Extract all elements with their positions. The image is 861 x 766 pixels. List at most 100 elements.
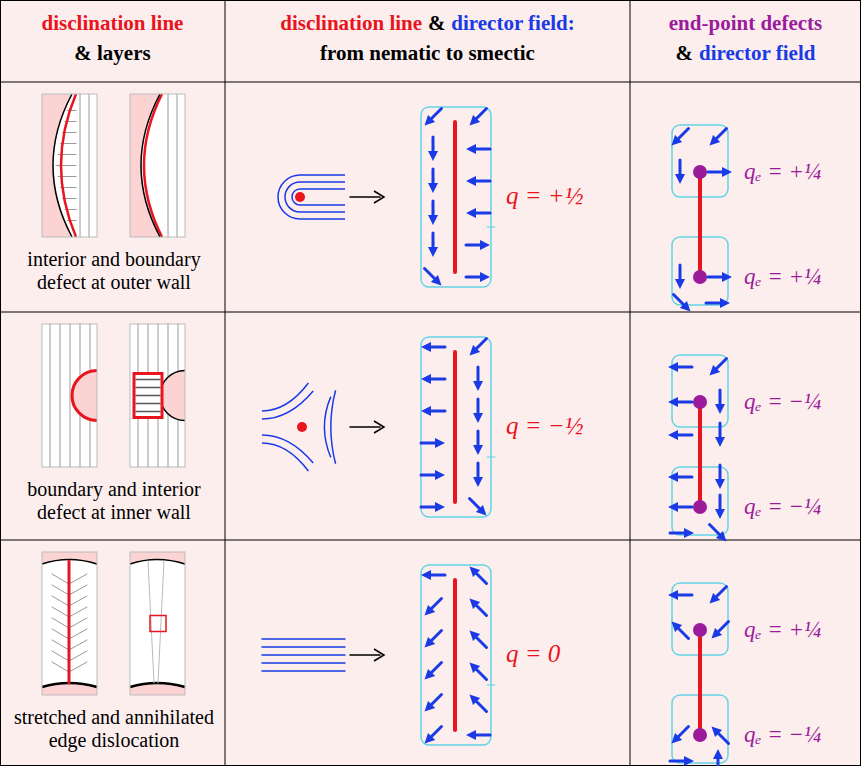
burgers-loop — [421, 565, 491, 745]
director-arrow-head — [470, 567, 481, 578]
panel-frame — [130, 324, 185, 467]
smectic-region — [141, 94, 185, 237]
director-arrow-head — [425, 115, 436, 126]
nematic-director-line — [262, 654, 345, 656]
burgers-loop — [421, 337, 491, 517]
smectic-layer — [69, 651, 87, 661]
smectic-layer — [52, 607, 69, 617]
panel-frame — [130, 552, 185, 695]
director-arrow-head — [722, 167, 732, 177]
panel-frame — [42, 324, 97, 467]
transition-arrow — [350, 196, 380, 198]
row-rule — [0, 312, 861, 313]
row-rule — [0, 82, 861, 83]
director-arrow-head — [668, 590, 678, 600]
director-arrow-head — [715, 509, 725, 519]
smectic-layer — [136, 403, 160, 405]
nematic-director-line — [278, 175, 345, 219]
smectic-layer — [67, 110, 76, 111]
row-caption: interior and boundary defect at outer wa… — [8, 248, 220, 294]
end-charge-label: qₑ = −¼ — [744, 387, 821, 417]
director-arrow-head — [466, 208, 476, 218]
smectic-layer — [69, 629, 87, 639]
row-caption: stretched and annihilated edge dislocati… — [8, 706, 220, 752]
director-arrow-head — [470, 599, 481, 610]
nematic-director-line — [262, 646, 345, 648]
defect-core-outline — [134, 374, 162, 418]
wall-boundary — [141, 94, 160, 237]
header-text: & — [676, 41, 694, 65]
header-text: disclination line — [280, 11, 422, 35]
disclination-line — [68, 561, 71, 683]
smectic-layer — [52, 574, 69, 584]
smectic-region — [42, 324, 97, 467]
loop-mark — [487, 685, 495, 686]
director-arrow-head — [480, 272, 490, 282]
defect-core — [134, 374, 162, 418]
header-text: director field: — [451, 11, 574, 35]
director-arrow-head — [473, 413, 483, 423]
smectic-region — [130, 324, 185, 467]
director-arrow-head — [425, 701, 436, 712]
column-rule — [225, 0, 226, 766]
director-arrow-head — [710, 593, 721, 604]
end-charge-label: qₑ = −¼ — [744, 492, 821, 522]
panel-frame — [42, 94, 97, 237]
director-arrow-head — [470, 695, 481, 706]
director-arrow-head — [421, 374, 431, 384]
director-arrow-head — [715, 479, 725, 489]
director-arrow-head — [713, 749, 723, 759]
disclination-line — [453, 122, 457, 272]
row-rule — [0, 540, 861, 541]
nematic-director-line — [292, 189, 345, 205]
disclination-line — [453, 580, 457, 730]
director-arrow-head — [425, 605, 436, 616]
header-line: &director field — [630, 40, 861, 66]
director-arrow-head — [675, 174, 685, 184]
smectic-layer — [69, 585, 87, 595]
transition-arrow — [350, 654, 380, 656]
disclination-line — [698, 630, 702, 735]
loop-mark — [487, 457, 495, 458]
director-arrow-head — [421, 342, 431, 352]
smectic-layer — [69, 640, 87, 650]
smectic-layer — [148, 561, 154, 683]
director-arrow-head — [715, 437, 725, 447]
header-text: disclination line — [42, 11, 184, 35]
director-arrow-head — [428, 183, 438, 193]
director-arrow-head — [428, 151, 438, 161]
director-arrow-head — [425, 669, 436, 680]
director-arrow-head — [668, 472, 678, 482]
header-text: & — [428, 11, 446, 35]
end-charge-label: qₑ = +¼ — [744, 615, 821, 645]
smectic-region — [42, 552, 97, 695]
transition-arrow-head — [374, 649, 384, 661]
smectic-layer — [52, 596, 69, 606]
smectic-region — [130, 552, 185, 695]
nematic-director-line — [262, 443, 308, 471]
wall-boundary — [53, 94, 72, 237]
smectic-layer — [158, 561, 164, 683]
smectic-layer — [136, 411, 160, 413]
smectic-layer — [80, 94, 81, 237]
director-arrow-head — [668, 397, 678, 407]
disclination-line — [72, 371, 97, 421]
loop-mark — [487, 227, 495, 228]
row-caption: boundary and interior defect at inner wa… — [8, 478, 220, 524]
transition-arrow-head — [374, 191, 384, 203]
director-arrow-head — [470, 631, 481, 642]
smectic-layer — [69, 662, 87, 672]
director-arrow-head — [466, 730, 476, 740]
smectic-layer — [52, 629, 69, 639]
director-arrow-head — [668, 362, 678, 372]
smectic-layer — [56, 165, 76, 166]
director-arrow-head — [684, 528, 694, 538]
defect-core-region — [42, 94, 97, 237]
disclination-line — [698, 402, 702, 507]
director-arrow-head — [473, 445, 483, 455]
director-arrow-head — [470, 115, 481, 126]
header-line: end-point defects — [630, 10, 861, 36]
